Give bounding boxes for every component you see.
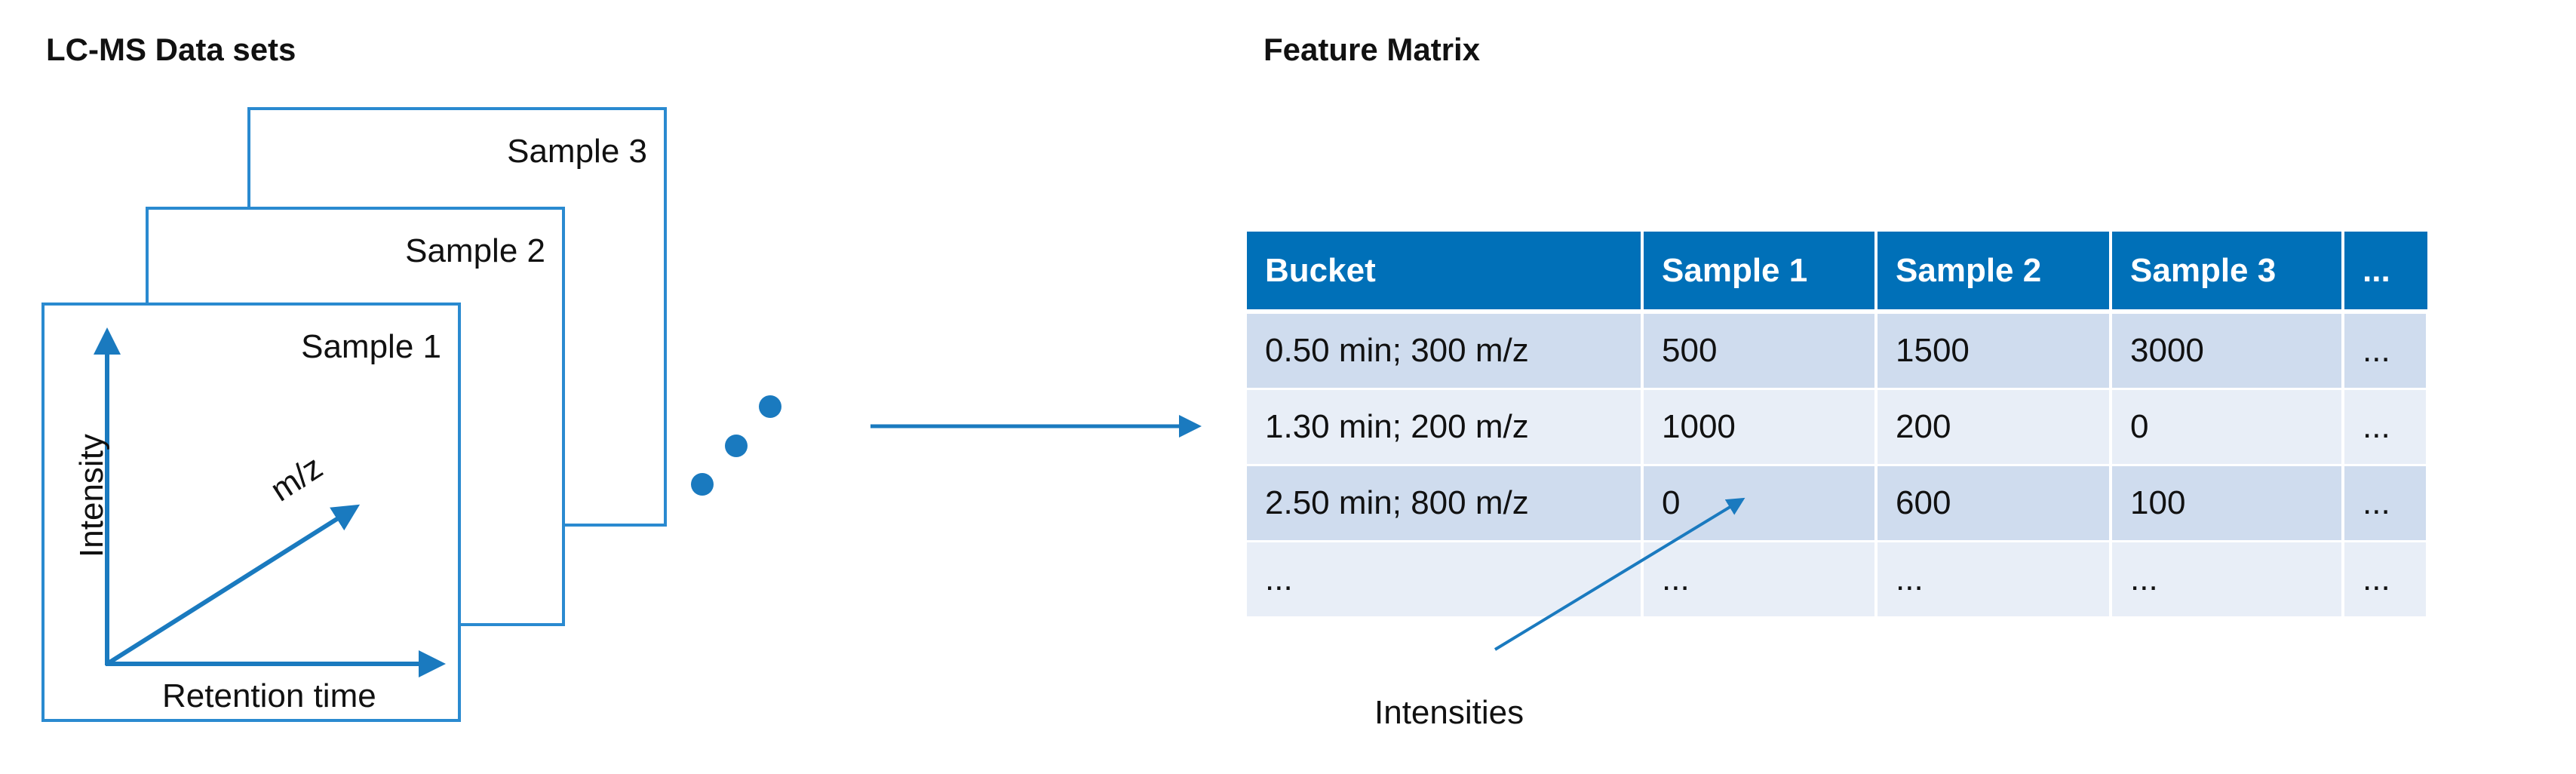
retention-axis-label: Retention time: [162, 677, 376, 714]
table-cell: ...: [2343, 312, 2429, 390]
column-header: ...: [2343, 232, 2427, 314]
table-cell: 200: [1876, 389, 2112, 466]
table-cell: 100: [2111, 465, 2344, 542]
table-header-row: Bucket Sample 1 Sample 2 Sample 3 ...: [1247, 232, 2427, 314]
table-cell: 1.30 min; 200 m/z: [1247, 389, 1644, 466]
table-cell: ...: [1876, 541, 2112, 619]
table-cell: 1500: [1876, 312, 2112, 390]
table-cell: ...: [2343, 389, 2429, 466]
table-cell: ...: [1642, 541, 1878, 619]
table-cell: 0: [2111, 389, 2344, 466]
table-row: 2.50 min; 800 m/z 0 600 100 ...: [1247, 465, 2429, 542]
sample-3-label: Sample 3: [507, 133, 647, 170]
datasets-title: LC-MS Data sets: [46, 32, 296, 67]
ellipsis-dot: [691, 473, 714, 496]
mz-axis-arrow: [106, 504, 361, 666]
column-header: Sample 3: [2111, 232, 2344, 314]
sample-1-panel: Sample 1: [41, 303, 461, 722]
column-header: Sample 2: [1876, 232, 2112, 314]
table-row: ... ... ... ... ...: [1247, 541, 2429, 619]
feature-matrix-table: Bucket Sample 1 Sample 2 Sample 3 ... 0.…: [1247, 232, 2429, 619]
table-cell: 2.50 min; 800 m/z: [1247, 465, 1644, 542]
table-cell: 0.50 min; 300 m/z: [1247, 312, 1644, 390]
ellipsis-dot: [725, 435, 748, 457]
table-cell: 0: [1642, 465, 1878, 542]
table-cell: 600: [1876, 465, 2112, 542]
table-row: 0.50 min; 300 m/z 500 1500 3000 ...: [1247, 312, 2429, 390]
feature-matrix-title: Feature Matrix: [1263, 32, 1481, 67]
table-cell: ...: [2111, 541, 2344, 619]
table-cell: 500: [1642, 312, 1878, 390]
sample-2-label: Sample 2: [405, 232, 545, 269]
table-cell: ...: [2343, 541, 2429, 619]
table-cell: ...: [1247, 541, 1644, 619]
ellipsis-dot: [759, 395, 781, 418]
table-cell: 1000: [1642, 389, 1878, 466]
intensity-axis-label: Intensity: [72, 434, 110, 557]
intensities-annotation: Intensities: [1374, 694, 1524, 731]
sample-1-label: Sample 1: [301, 328, 441, 365]
table-cell: ...: [2343, 465, 2429, 542]
table-row: 1.30 min; 200 m/z 1000 200 0 ...: [1247, 389, 2429, 466]
column-header: Bucket: [1247, 232, 1644, 314]
table-cell: 3000: [2111, 312, 2344, 390]
column-header: Sample 1: [1642, 232, 1878, 314]
